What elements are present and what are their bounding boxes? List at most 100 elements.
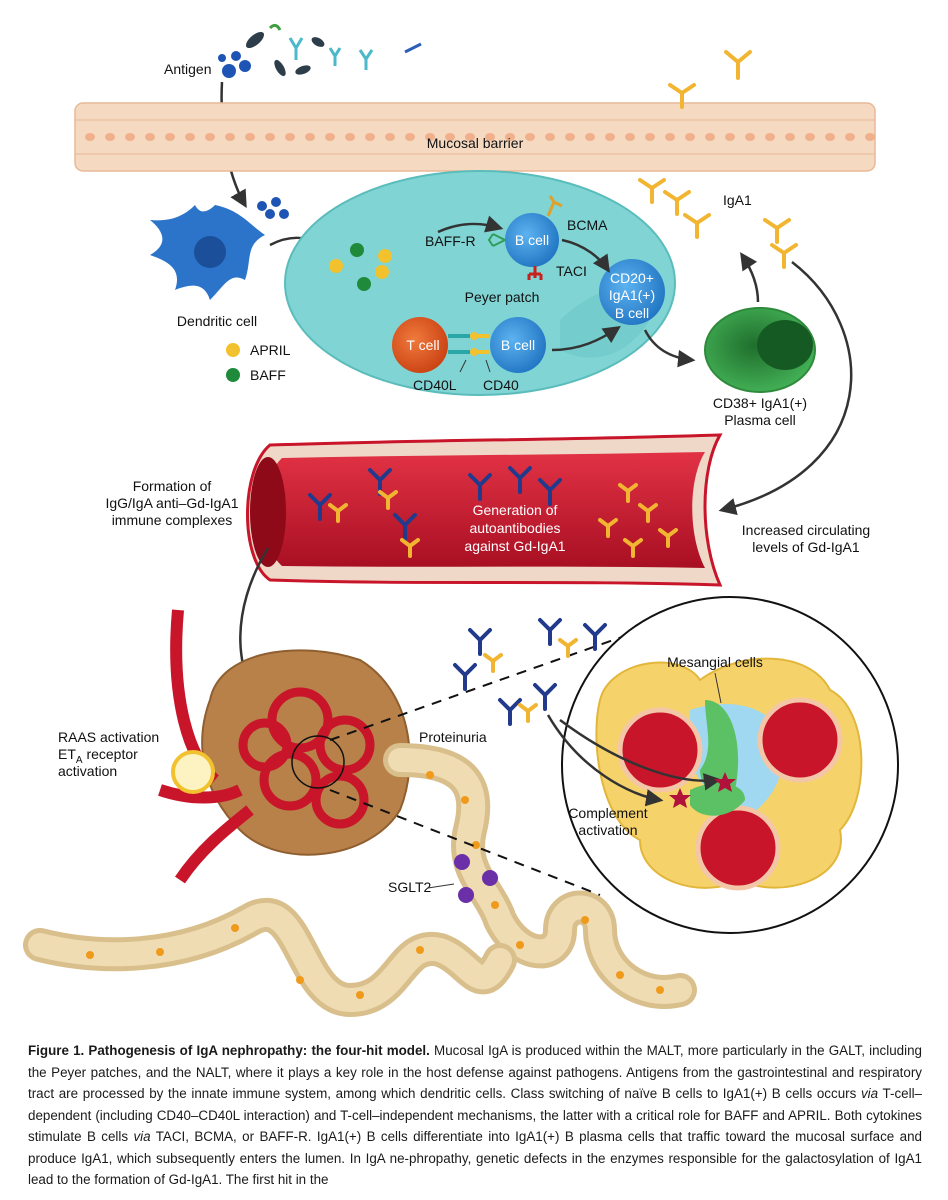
proteinuria-label: Proteinuria — [419, 729, 487, 745]
b-cell-top-label: B cell — [515, 232, 549, 248]
cd20-line3: B cell — [615, 305, 649, 321]
barrier-cell-nucleus — [505, 133, 515, 141]
complement-line1: Complement — [568, 805, 647, 821]
mucosal-barrier-label: Mucosal barrier — [427, 135, 524, 151]
barrier-cell-nucleus — [745, 133, 755, 141]
barrier-cell-nucleus — [285, 133, 295, 141]
april-legend-label: APRIL — [250, 342, 291, 358]
autoab-line2: autoantibodies — [469, 520, 560, 536]
peyer-patch-label: Peyer patch — [465, 289, 540, 305]
b-cell-top — [487, 195, 563, 280]
iga1-antibodies — [638, 50, 798, 269]
autoab-line1: Generation of — [473, 502, 558, 518]
taci-label: TACI — [556, 263, 587, 279]
raas-line1: RAAS activation — [58, 729, 159, 745]
barrier-cell-nucleus — [525, 133, 535, 141]
complex-line2: IgG/IgA anti–Gd-IgA1 — [105, 495, 238, 511]
baff-r-label: BAFF-R — [425, 233, 476, 249]
barrier-cell-nucleus — [465, 133, 475, 141]
barrier-cell-nucleus — [385, 133, 395, 141]
t-cell — [392, 317, 448, 373]
barrier-cell-nucleus — [485, 133, 495, 141]
zoomed-mesangium — [561, 596, 899, 934]
barrier-cell-nucleus — [425, 133, 435, 141]
b-cell-bottom — [490, 317, 546, 373]
barrier-cell-nucleus — [585, 133, 595, 141]
barrier-cell-nucleus — [165, 133, 175, 141]
barrier-cell-nucleus — [845, 133, 855, 141]
peyer-patch — [284, 170, 676, 396]
baff-legend-label: BAFF — [250, 367, 286, 383]
barrier-cell-nucleus — [205, 133, 215, 141]
barrier-cell-nucleus — [365, 133, 375, 141]
caption-seg2: T-cell–dependent (including CD40–CD40L i… — [28, 1086, 922, 1144]
t-cell-label: T cell — [406, 337, 439, 353]
caption-title: Figure 1. Pathogenesis of IgA nephropath… — [28, 1043, 430, 1058]
barrier-cell-nucleus — [785, 133, 795, 141]
blood-vessel — [246, 433, 723, 587]
barrier-cell-nucleus — [805, 133, 815, 141]
mesangial-label: Mesangial cells — [667, 654, 763, 670]
barrier-cell-nucleus — [105, 133, 115, 141]
complement-line2: activation — [578, 822, 637, 838]
april-legend-swatch — [226, 343, 240, 357]
legend: APRIL BAFF — [226, 342, 291, 383]
barrier-cell-nucleus — [765, 133, 775, 141]
barrier-cell-nucleus — [445, 133, 455, 141]
plasma-cell — [704, 307, 816, 393]
barrier-cell-nucleus — [865, 133, 875, 141]
circ-line2: levels of Gd-IgA1 — [752, 539, 860, 555]
barrier-cell-nucleus — [85, 133, 95, 141]
cd40-label: CD40 — [483, 377, 519, 393]
et-main: ET — [58, 746, 76, 762]
cd20-line2: IgA1(+) — [609, 287, 655, 303]
cd20-line1: CD20+ — [610, 270, 654, 286]
et-sub: A — [76, 755, 83, 766]
plasma-line2: Plasma cell — [724, 412, 796, 428]
barrier-cell-nucleus — [665, 133, 675, 141]
raas-line2: ETA receptor — [58, 746, 138, 766]
barrier-cell-nucleus — [645, 133, 655, 141]
barrier-cell-nucleus — [325, 133, 335, 141]
barrier-cell-nucleus — [145, 133, 155, 141]
barrier-cell-nucleus — [265, 133, 275, 141]
barrier-cell-nucleus — [545, 133, 555, 141]
dendritic-cell-label: Dendritic cell — [177, 313, 257, 329]
complement-stars — [669, 772, 736, 808]
circ-line1: Increased circulating — [742, 522, 870, 538]
mucosal-barrier — [74, 102, 876, 172]
barrier-cell-nucleus — [625, 133, 635, 141]
glomerulus — [158, 609, 411, 884]
immune-complexes — [453, 618, 607, 726]
tubule — [23, 743, 697, 1018]
barrier-cell-nucleus — [685, 133, 695, 141]
raas-line3: activation — [58, 763, 117, 779]
pathogenesis-diagram: Antigen Mucosal barrier IgA1 Dendritic c… — [23, 23, 899, 1018]
barrier-cell-nucleus — [225, 133, 235, 141]
figure-caption: Figure 1. Pathogenesis of IgA nephropath… — [28, 1040, 922, 1191]
barrier-cell-nucleus — [305, 133, 315, 141]
dendritic-cell — [150, 205, 265, 300]
b-cell-bottom-label: B cell — [501, 337, 535, 353]
cd40-cd40l-interaction — [448, 332, 490, 356]
dendritic-released-antigens — [257, 197, 289, 219]
sglt2-label: SGLT2 — [388, 879, 432, 895]
barrier-cell-nucleus — [405, 133, 415, 141]
barrier-cell-nucleus — [185, 133, 195, 141]
barrier-cell-nucleus — [125, 133, 135, 141]
antigen-cluster — [218, 23, 422, 78]
barrier-cell-nucleus — [725, 133, 735, 141]
caption-seg1: Mucosal IgA is produced within the MALT,… — [28, 1043, 922, 1101]
cd20-b-cell — [599, 259, 665, 325]
barrier-cell-nucleus — [605, 133, 615, 141]
caption-via2: via — [133, 1129, 151, 1144]
complex-line3: immune complexes — [112, 512, 233, 528]
barrier-cell-nucleus — [825, 133, 835, 141]
caption-via1: via — [860, 1086, 879, 1101]
plasma-line1: CD38+ IgA1(+) — [713, 395, 807, 411]
baff-legend-swatch — [226, 368, 240, 382]
caption-seg3: TACI, BCMA, or BAFF-R. IgA1(+) B cells d… — [28, 1129, 922, 1187]
barrier-cell-nucleus — [705, 133, 715, 141]
barrier-cell-nucleus — [245, 133, 255, 141]
barrier-cell-nucleus — [345, 133, 355, 141]
